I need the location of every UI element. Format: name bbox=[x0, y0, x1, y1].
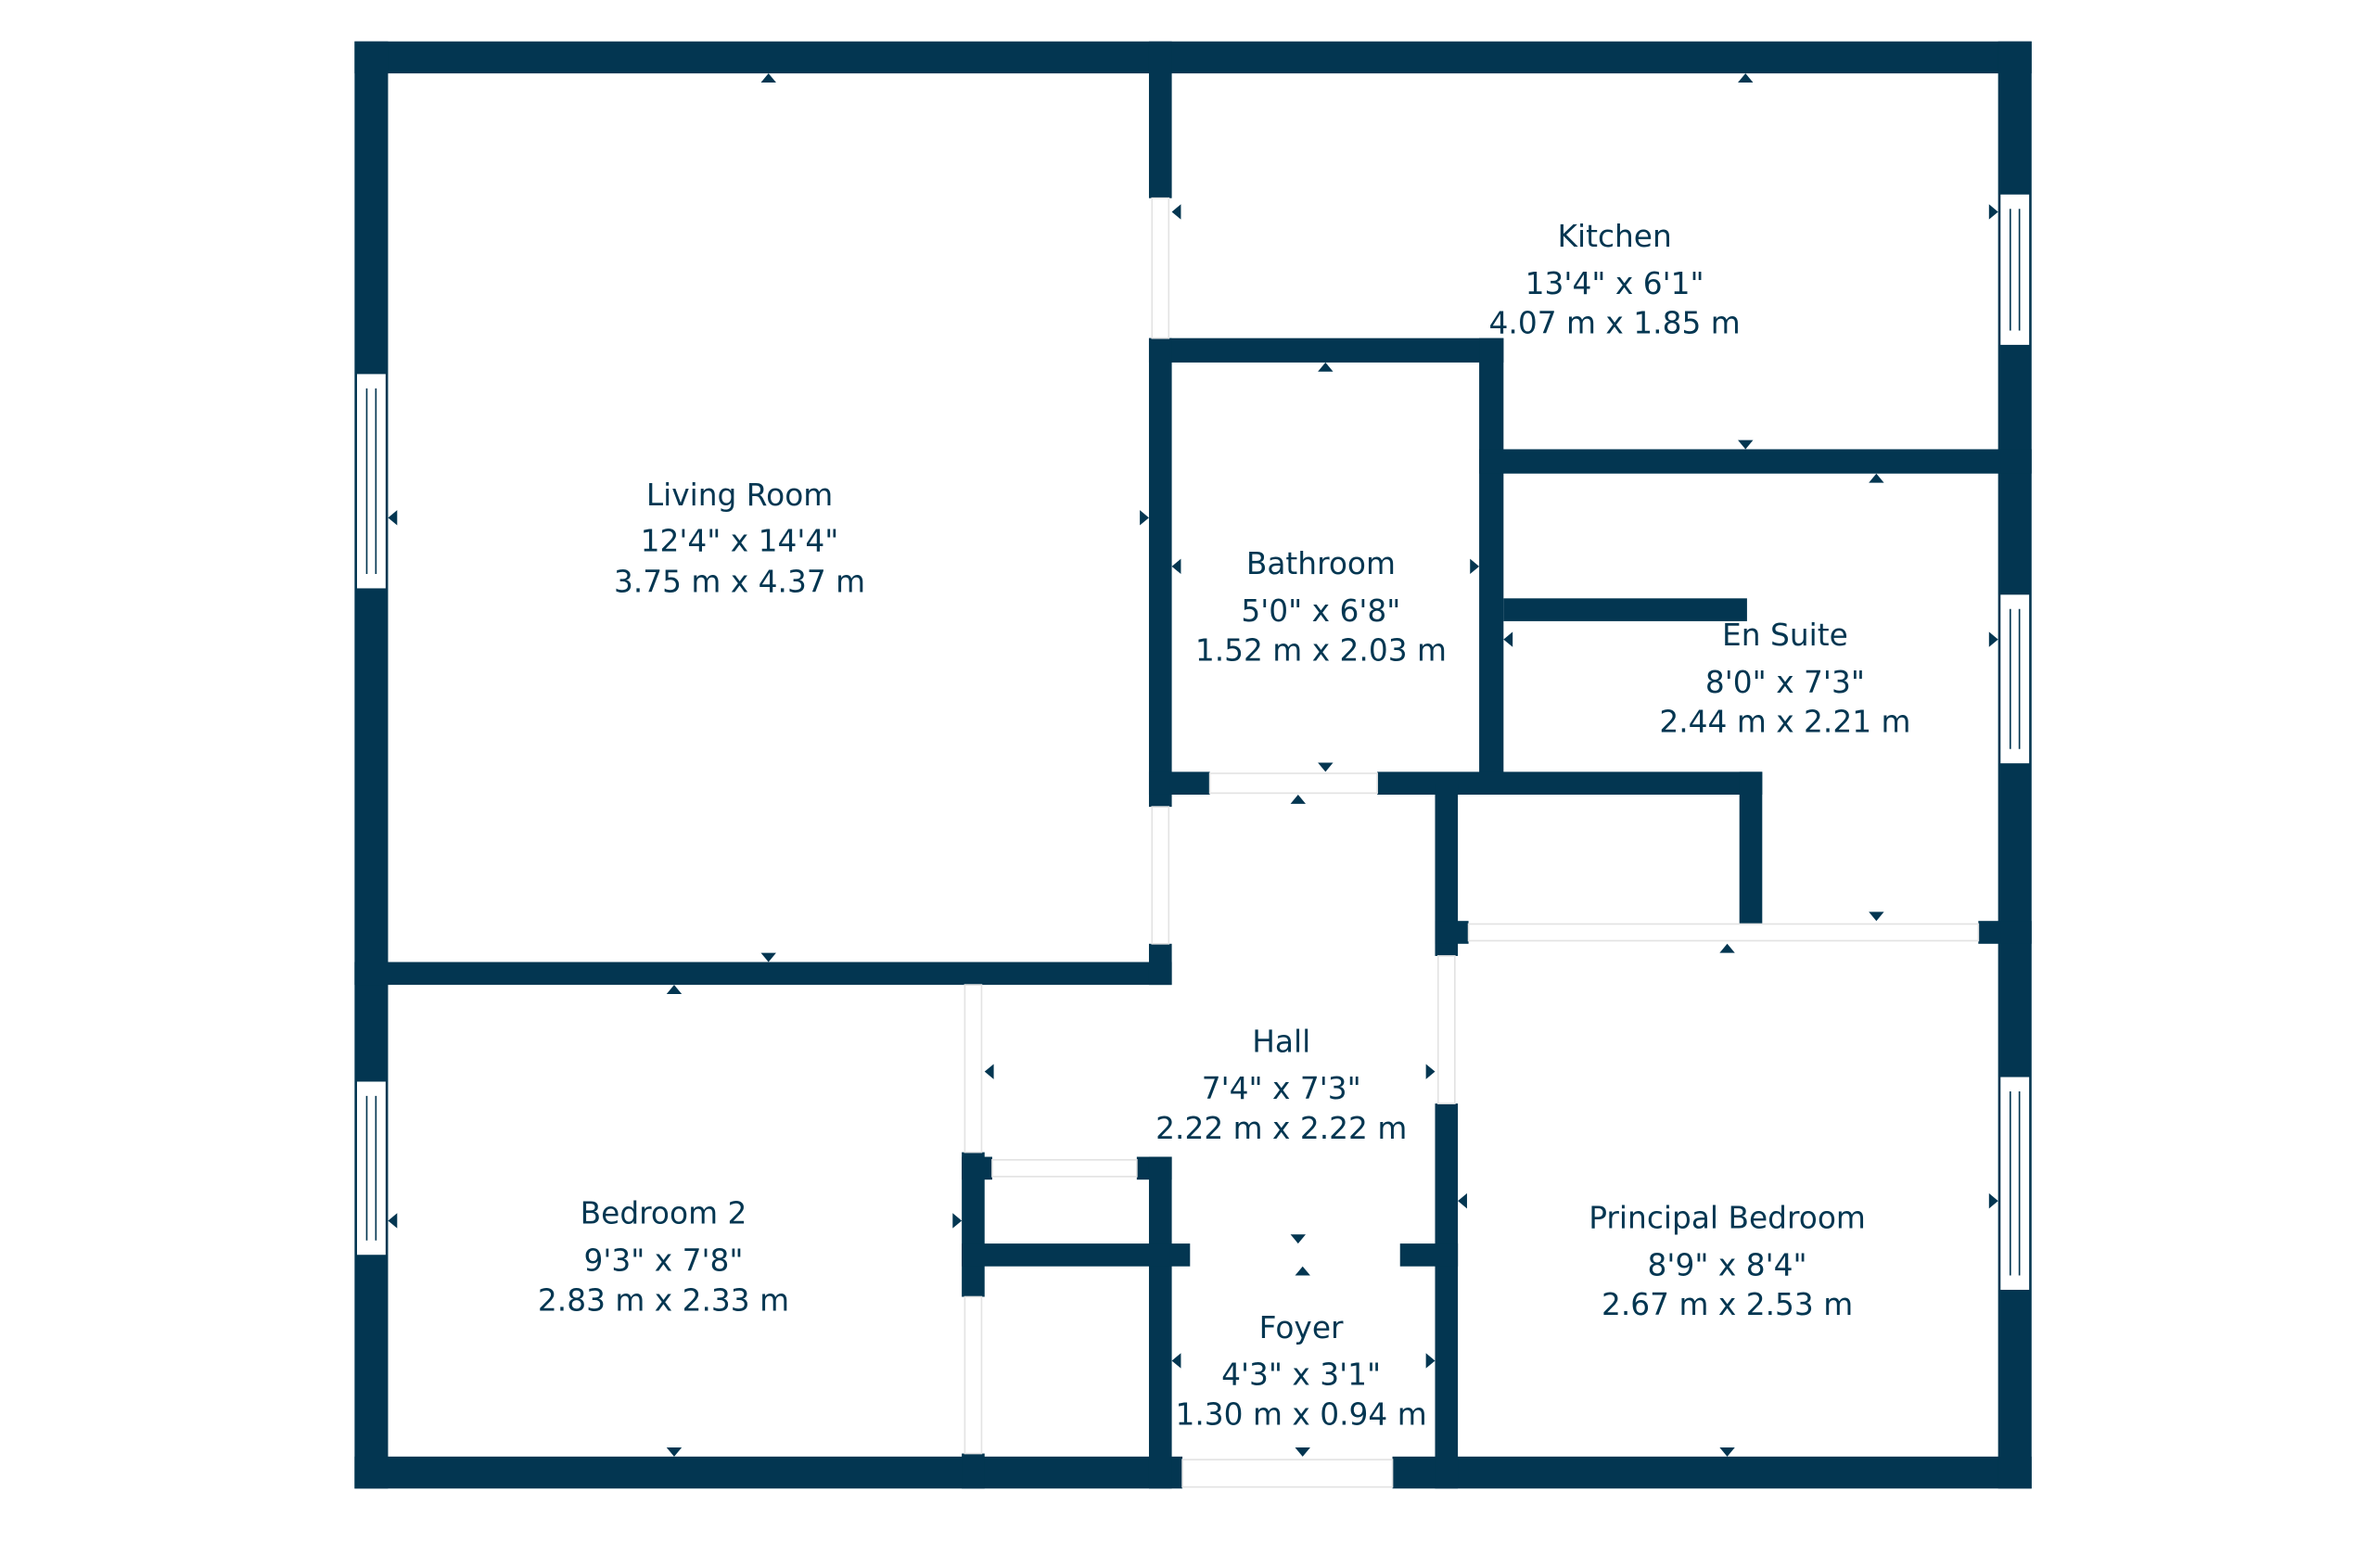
room-name: Foyer bbox=[1259, 1310, 1344, 1345]
room-name: En Suite bbox=[1722, 618, 1848, 653]
room-kitchen: Kitchen 13'4" x 6'1" 4.07 m x 1.85 m bbox=[1489, 219, 1741, 341]
room-ensuite: En Suite 8'0" x 7'3" 2.44 m x 2.21 m bbox=[1659, 618, 1910, 740]
room-size-metric: 3.75 m x 4.37 m bbox=[614, 565, 865, 600]
room-name: Living Room bbox=[646, 478, 833, 513]
windows bbox=[355, 192, 2032, 1292]
room-hall: Hall 7'4" x 7'3" 2.22 m x 2.22 m bbox=[1155, 1024, 1407, 1146]
room-size-metric: 2.22 m x 2.22 m bbox=[1155, 1111, 1407, 1146]
room-size-metric: 2.83 m x 2.33 m bbox=[538, 1282, 789, 1318]
room-principal-bedroom: Principal Bedroom 8'9" x 8'4" 2.67 m x 2… bbox=[1589, 1201, 1866, 1323]
room-bedroom-2: Bedroom 2 9'3" x 7'8" 2.83 m x 2.33 m bbox=[538, 1196, 789, 1319]
room-size-imperial: 8'9" x 8'4" bbox=[1648, 1248, 1807, 1283]
window bbox=[355, 372, 388, 591]
room-name: Bedroom 2 bbox=[581, 1196, 747, 1231]
room-size-metric: 4.07 m x 1.85 m bbox=[1489, 306, 1741, 341]
doors bbox=[964, 197, 1980, 1488]
window bbox=[1998, 192, 2032, 347]
room-name: Principal Bedroom bbox=[1589, 1201, 1866, 1236]
room-bathroom: Bathroom 5'0" x 6'8" 1.52 m x 2.03 m bbox=[1195, 546, 1447, 669]
room-size-imperial: 4'3" x 3'1" bbox=[1221, 1358, 1381, 1393]
room-size-imperial: 12'4" x 14'4" bbox=[641, 523, 839, 558]
room-size-metric: 1.30 m x 0.94 m bbox=[1175, 1396, 1426, 1432]
room-size-imperial: 13'4" x 6'1" bbox=[1525, 266, 1704, 301]
room-name: Hall bbox=[1252, 1024, 1310, 1059]
room-name: Kitchen bbox=[1557, 219, 1671, 254]
room-name: Bathroom bbox=[1246, 546, 1396, 581]
room-size-imperial: 9'3" x 7'8" bbox=[583, 1243, 743, 1279]
room-size-imperial: 7'4" x 7'3" bbox=[1202, 1071, 1361, 1106]
window bbox=[1998, 593, 2032, 766]
room-living: Living Room 12'4" x 14'4" 3.75 m x 4.37 … bbox=[614, 478, 865, 600]
window bbox=[355, 1079, 388, 1257]
room-size-imperial: 8'0" x 7'3" bbox=[1705, 665, 1865, 700]
window bbox=[1998, 1075, 2032, 1292]
room-size-imperial: 5'0" x 6'8" bbox=[1241, 593, 1400, 629]
room-size-metric: 2.44 m x 2.21 m bbox=[1659, 705, 1910, 740]
room-size-metric: 1.52 m x 2.03 m bbox=[1195, 633, 1447, 669]
room-foyer: Foyer 4'3" x 3'1" 1.30 m x 0.94 m bbox=[1175, 1310, 1426, 1433]
room-size-metric: 2.67 m x 2.53 m bbox=[1602, 1287, 1853, 1322]
